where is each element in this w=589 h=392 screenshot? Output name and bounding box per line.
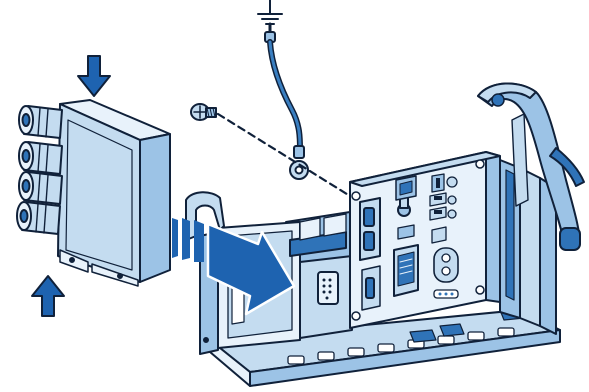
connector-barrel-3 bbox=[19, 172, 62, 204]
up-arrow-icon bbox=[32, 276, 64, 316]
panel-button-icon bbox=[447, 177, 457, 187]
rj45-port-icon bbox=[394, 245, 418, 296]
down-arrow-icon bbox=[78, 56, 110, 96]
connector-barrel-2 bbox=[19, 142, 62, 174]
front-panel bbox=[350, 152, 500, 328]
ground-cable bbox=[265, 24, 308, 179]
connector-barrels bbox=[17, 106, 62, 234]
connector-module bbox=[58, 100, 170, 286]
middle-module bbox=[300, 256, 352, 338]
screw-path-line bbox=[218, 114, 350, 196]
round-connector-icon bbox=[434, 248, 458, 282]
ground-symbol-icon bbox=[258, 0, 282, 24]
status-leds-icon bbox=[434, 290, 458, 298]
connector-barrel-4 bbox=[17, 202, 60, 234]
device-chassis bbox=[186, 83, 584, 386]
connector-barrel-1 bbox=[19, 106, 62, 138]
screw-icon bbox=[191, 104, 216, 120]
